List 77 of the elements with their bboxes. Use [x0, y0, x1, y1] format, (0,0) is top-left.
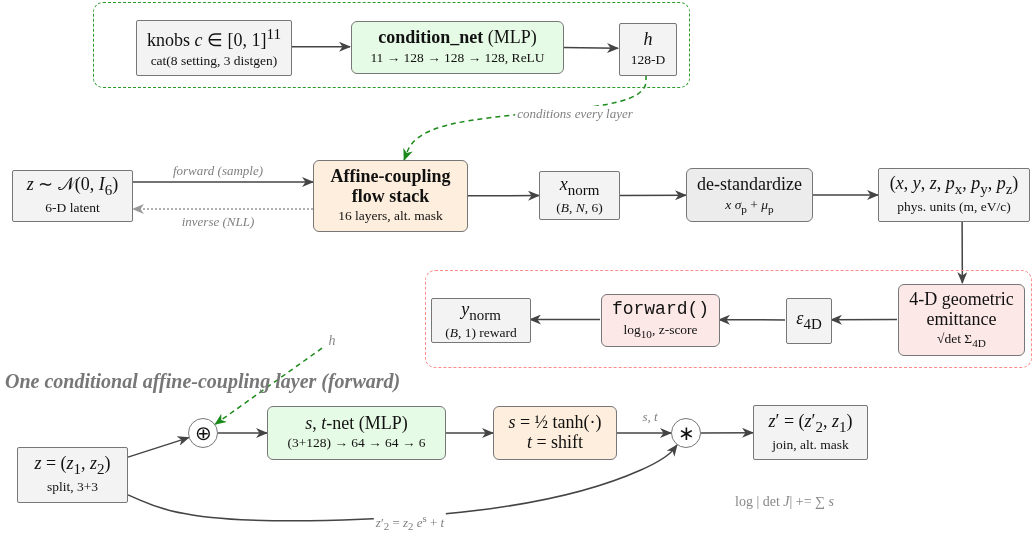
process-box — [313, 160, 468, 232]
box-heading: knobs c ∈ [0, 1]$^{11}$ — [147, 26, 281, 51]
arrow — [957, 221, 968, 284]
group-frame — [425, 270, 1032, 368]
box-heading: y$_{norm}$ — [461, 299, 501, 323]
box-heading: z′ = (z′$_{2}$, z$_{1}$) — [768, 411, 853, 435]
arrow — [616, 428, 672, 438]
arrow — [529, 314, 601, 325]
box-subtext: log$_{10}$, z-score — [623, 322, 698, 341]
box-heading: Affine-coupling flow stack — [329, 166, 452, 207]
process-box — [351, 21, 564, 74]
box-heading: ε$_{4D}$ — [796, 309, 822, 333]
box-subtext: x σ$_{p}$ + μ$_{p}$ — [725, 196, 774, 216]
arrow — [619, 190, 687, 201]
box-heading: (x, y, z, p$_{x}$, p$_{y}$, p$_{z}$) — [889, 174, 1019, 198]
arrow — [445, 428, 494, 438]
process-box — [493, 406, 617, 460]
edge-label: z′$_{2}$ = z$_{2}$ e$^{s}$ + t — [373, 511, 447, 533]
operator-symbol: ∗ — [677, 422, 695, 444]
process-box — [601, 294, 720, 347]
process-box — [898, 284, 1025, 356]
process-box — [431, 298, 531, 343]
process-box — [753, 405, 868, 460]
section-title: One conditional affine-coupling layer (forward) — [5, 370, 401, 393]
box-subtext: (3+128) → 64 → 64 → 6 — [287, 435, 426, 453]
arrow — [700, 427, 754, 438]
box-heading: s, t-net (MLP) — [305, 413, 408, 434]
box-subtext: phys. units (m, eV/c) — [897, 199, 1011, 216]
process-box — [619, 23, 677, 76]
box-subtext: (B, 1) reward — [445, 324, 517, 342]
operator-circle — [188, 418, 218, 448]
process-box — [878, 168, 1030, 222]
box-heading: x$_{norm}$ — [559, 174, 600, 198]
box-subtext: t = shift — [526, 433, 584, 453]
operator-symbol: ⊕ — [194, 422, 212, 444]
box-subtext: √det Σ$_{4D}$ — [937, 331, 986, 351]
process-box — [136, 20, 292, 76]
arrow — [217, 428, 268, 438]
box-heading: 4-D geometric emittance — [908, 289, 1015, 330]
box-subtext: 128-D — [630, 51, 666, 69]
arrow — [214, 347, 323, 426]
arrow — [718, 314, 786, 325]
formula-note: log | det J| += ∑ s — [735, 494, 835, 510]
arrow — [290, 41, 351, 52]
box-subtext: 6-D latent — [45, 200, 100, 217]
box-heading: forward() — [611, 300, 710, 320]
edge-label: inverse (NLL) — [179, 214, 257, 230]
process-box — [539, 171, 620, 220]
process-box — [786, 298, 832, 344]
edge-label: forward (sample) — [170, 163, 266, 179]
process-box — [12, 170, 133, 222]
arrow — [830, 314, 898, 325]
box-subtext: (B, N, 6) — [556, 199, 603, 217]
box-heading: s = ½ tanh(·) — [508, 413, 602, 433]
box-subtext: split, 3+3 — [46, 479, 99, 496]
arrow — [132, 177, 314, 187]
box-heading: z ∼ 𝒩(0, I$_{6}$) — [26, 175, 119, 199]
box-heading: z = (z$_{1}$, z$_{2}$) — [34, 454, 111, 478]
box-heading: de-standardize — [697, 174, 802, 195]
arrow — [562, 43, 619, 54]
arrow — [812, 190, 879, 200]
box-heading: h — [643, 30, 653, 50]
process-box — [686, 168, 813, 222]
box-subtext: join, alt. mask — [772, 436, 849, 454]
arrow — [132, 204, 314, 214]
box-subtext: 11 → 128 → 128 → 128, ReLU — [370, 49, 545, 67]
box-subtext: 16 layers, alt. mask — [338, 208, 443, 226]
box-heading: condition_net (MLP) — [378, 28, 537, 48]
group-frame — [93, 2, 690, 88]
edge-label: conditions every layer — [515, 106, 635, 122]
arrow — [127, 436, 190, 458]
box-heading: h — [328, 333, 336, 349]
box-subtext: cat(8 setting, 3 distgen) — [150, 52, 278, 70]
arrow — [467, 190, 540, 201]
process-box — [267, 406, 446, 460]
process-box — [17, 447, 128, 503]
operator-circle — [671, 418, 701, 448]
